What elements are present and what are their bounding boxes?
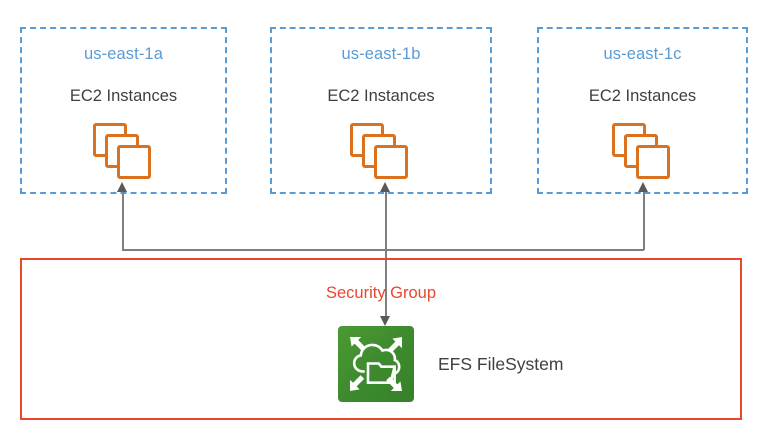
efs-filesystem-icon[interactable]	[338, 326, 414, 402]
efs-filesystem-label: EFS FileSystem	[438, 353, 564, 374]
availability-zone-label: us-east-1a	[84, 45, 163, 63]
arrow-up-az-1c	[638, 182, 648, 192]
security-group-boundary[interactable]: Security Group	[20, 258, 742, 420]
connector-vertical-az-1c	[643, 191, 645, 250]
connector-vertical-az-1a	[122, 191, 124, 250]
availability-zone-label: us-east-1c	[603, 45, 682, 63]
availability-zone-label: us-east-1b	[341, 45, 421, 63]
ec2-square-front	[635, 145, 670, 179]
efs-filesystem-node[interactable]: EFS FileSystem	[338, 326, 563, 402]
ec2-instances-label: EC2 Instances	[69, 87, 178, 105]
arrow-up-az-1b	[380, 182, 390, 192]
connector-vertical-efs	[385, 249, 387, 317]
availability-zone-us-east-1b[interactable]: us-east-1b EC2 Instances	[270, 27, 492, 194]
availability-zone-us-east-1a[interactable]: us-east-1a EC2 Instances	[20, 27, 227, 194]
ec2-instances-label: EC2 Instances	[588, 87, 697, 105]
arrow-up-az-1a	[117, 182, 127, 192]
security-group-label: Security Group	[325, 284, 437, 302]
arrow-down-efs	[380, 316, 390, 326]
connector-horizontal-bus	[122, 249, 644, 251]
availability-zone-us-east-1c[interactable]: us-east-1c EC2 Instances	[537, 27, 748, 194]
ec2-instances-icon[interactable]	[611, 123, 674, 181]
connector-vertical-az-1b	[385, 191, 387, 250]
ec2-square-front	[116, 145, 151, 179]
ec2-instances-label: EC2 Instances	[327, 87, 435, 105]
ec2-instances-icon[interactable]	[350, 123, 412, 181]
ec2-instances-icon[interactable]	[92, 123, 155, 181]
ec2-square-front	[374, 145, 408, 179]
